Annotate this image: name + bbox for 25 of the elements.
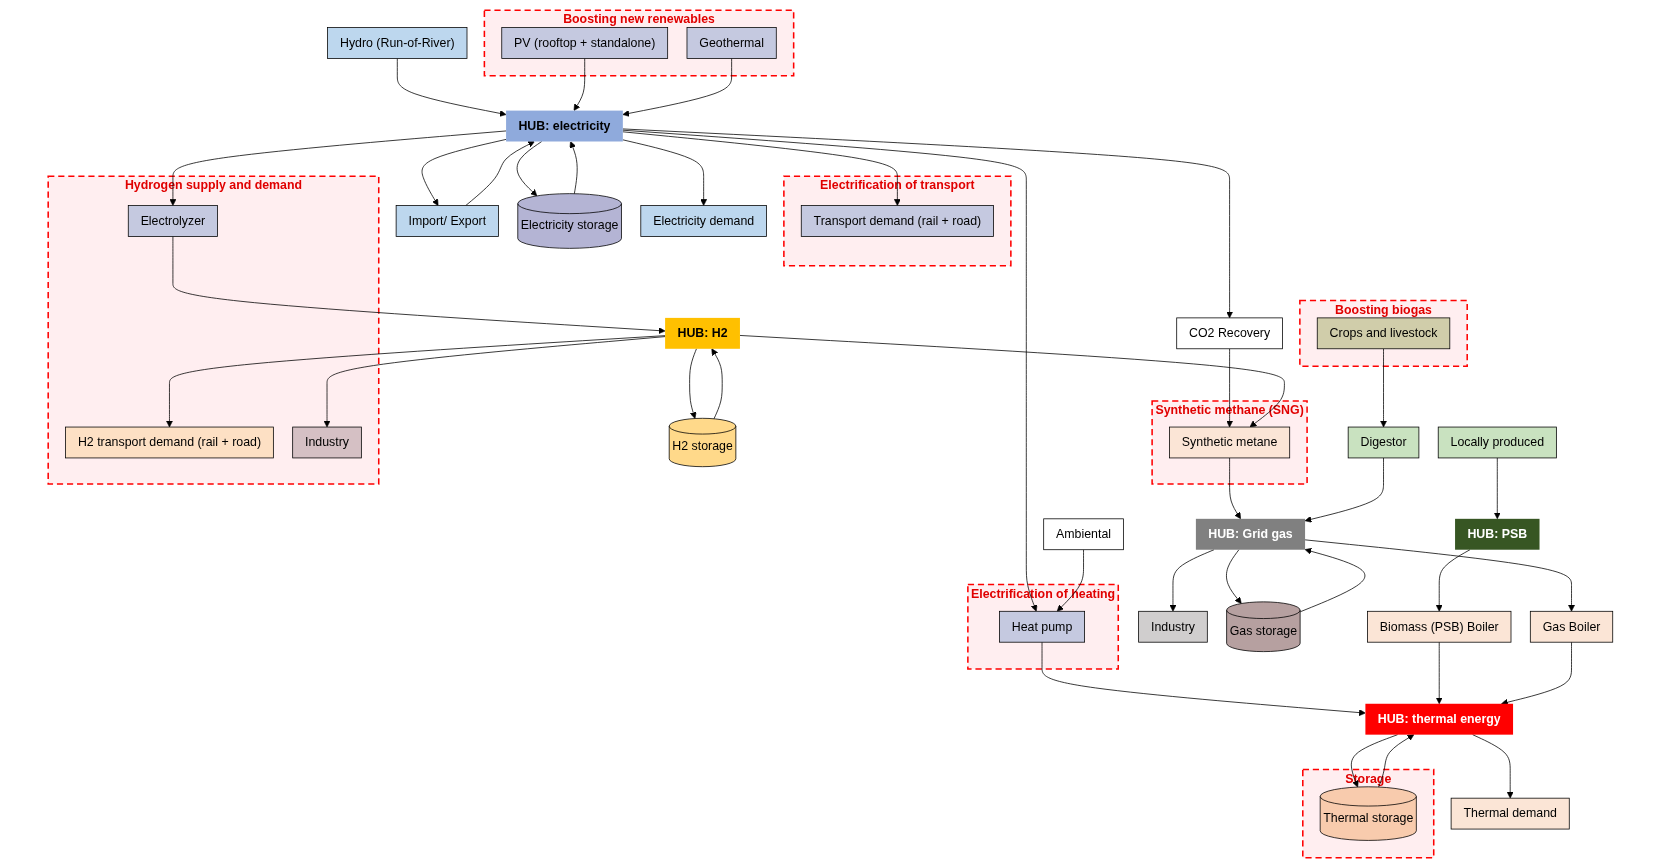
- node-box: Heat pump: [998, 610, 1085, 643]
- node-box: HUB: electricity: [505, 110, 623, 142]
- node-box: Locally produced: [1437, 426, 1557, 459]
- node-box: Biomass (PSB) Boiler: [1366, 610, 1511, 643]
- node-box: Crops and livestock: [1316, 317, 1450, 350]
- node-box: HUB: Grid gas: [1195, 518, 1305, 550]
- node-box: Industry: [291, 426, 362, 459]
- node-box: Electrolyzer: [127, 205, 218, 237]
- node-box: HUB: H2: [664, 317, 740, 349]
- node-box: HUB: thermal energy: [1364, 703, 1513, 735]
- node-box: H2 transport demand (rail + road): [64, 426, 274, 459]
- node-box: Import/ Export: [395, 205, 499, 237]
- node-box: Geothermal: [686, 27, 777, 59]
- node-box: Synthetic metane: [1168, 426, 1290, 459]
- node-box: Thermal demand: [1450, 797, 1570, 830]
- node-box: PV (rooftop + standalone): [500, 27, 668, 59]
- node-box: Ambiental: [1042, 518, 1124, 551]
- node-box: Gas Boiler: [1529, 610, 1613, 643]
- node-box: Hydro (Run-of-River): [326, 27, 467, 59]
- node-box: Transport demand (rail + road): [800, 205, 994, 237]
- node-box: HUB: PSB: [1454, 518, 1540, 550]
- node-box: Electricity demand: [639, 205, 767, 237]
- node-box: Industry: [1137, 610, 1208, 643]
- node-box: Digestor: [1347, 426, 1419, 459]
- node-box: CO2 Recovery: [1175, 317, 1283, 350]
